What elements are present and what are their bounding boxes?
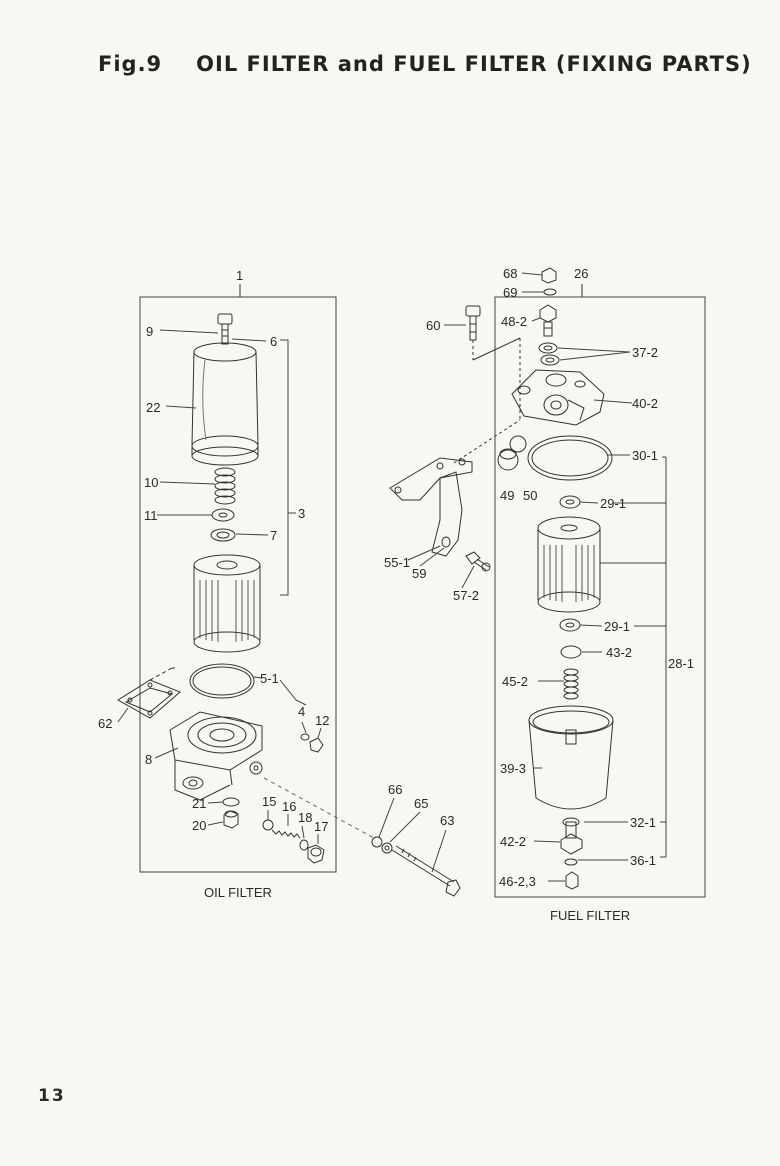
label-part-62: 62 (98, 716, 112, 731)
fuel-filter-caption: FUEL FILTER (550, 908, 630, 923)
oil-filter-caption: OIL FILTER (204, 885, 272, 900)
fuel-spring-part (563, 668, 579, 700)
relief-plug-part (307, 844, 325, 864)
label-part-15: 15 (262, 794, 276, 809)
drain-plug-part (223, 810, 239, 829)
oil-filter-assembly (117, 284, 375, 873)
washer-a-part (538, 342, 558, 354)
label-part-21: 21 (192, 796, 206, 811)
air-vent-plug-part (541, 267, 557, 284)
fuel-filter-element-part (537, 516, 601, 613)
label-part-55-1: 55-1 (384, 555, 410, 570)
label-part-37-2: 37-2 (632, 345, 658, 360)
label-part-69: 69 (503, 285, 517, 300)
label-part-22: 22 (146, 400, 160, 415)
bracket-assembly (371, 305, 521, 897)
label-part-57-2: 57-2 (453, 588, 479, 603)
washer-b-part (540, 354, 560, 366)
label-part-60: 60 (426, 318, 440, 333)
relief-spring-part (271, 829, 301, 839)
label-part-16: 16 (282, 799, 296, 814)
label-part-9: 9 (146, 324, 153, 339)
plug-part (309, 737, 324, 753)
label-part-4: 4 (298, 704, 305, 719)
bracket-screw-part (465, 551, 491, 572)
figure-title: OIL FILTER and FUEL FILTER (FIXING PARTS… (196, 52, 752, 76)
label-part-45-2: 45-2 (502, 674, 528, 689)
label-part-48-2: 48-2 (501, 314, 527, 329)
label-part-10: 10 (144, 475, 158, 490)
label-part-1: 1 (236, 268, 243, 283)
label-part-36-1: 36-1 (630, 853, 656, 868)
label-part-65: 65 (414, 796, 428, 811)
label-part-39-3: 39-3 (500, 761, 526, 776)
fuel-filter-head-part (511, 369, 605, 426)
fuel-o-ring-part (527, 435, 613, 481)
label-part-28-1: 28-1 (668, 656, 694, 671)
drain-ring-part (564, 858, 578, 866)
label-part-6: 6 (270, 334, 277, 349)
label-part-29-1-top: 29-1 (600, 496, 626, 511)
long-bolt-part (371, 836, 461, 897)
bracket-bolt-part (465, 305, 481, 341)
figure-number: Fig.9 (98, 52, 163, 76)
label-part-26: 26 (574, 266, 588, 281)
seal-ring-part (210, 528, 236, 542)
spring-seat-part (560, 645, 582, 659)
center-bolt-part (217, 313, 233, 345)
label-part-3: 3 (298, 506, 305, 521)
label-part-20: 20 (192, 818, 206, 833)
ball-part (262, 819, 274, 831)
washer-part (211, 508, 235, 522)
ring-part (300, 733, 310, 741)
label-part-18: 18 (298, 810, 312, 825)
label-part-46-2-3: 46-2,3 (499, 874, 536, 889)
page-title: Fig.9 OIL FILTER and FUEL FILTER (FIXING … (98, 52, 752, 76)
label-part-5-1: 5-1 (260, 671, 279, 686)
label-part-50: 50 (523, 488, 537, 503)
mounting-bracket-part (389, 457, 473, 557)
label-part-8: 8 (145, 752, 152, 767)
label-part-49: 49 (500, 488, 514, 503)
label-part-12: 12 (315, 713, 329, 728)
label-part-42-2: 42-2 (500, 834, 526, 849)
label-part-59: 59 (412, 566, 426, 581)
label-part-63: 63 (440, 813, 454, 828)
oil-filter-cartridge-part (191, 342, 259, 466)
fuel-bolt-part (539, 304, 557, 337)
filter-cup-part (528, 705, 614, 810)
element-washer-bottom-part (559, 618, 581, 632)
page-number: 13 (38, 1086, 66, 1106)
bleeder-washer-part (509, 435, 527, 453)
relief-washer-part (299, 839, 309, 851)
gasket-part (117, 667, 181, 719)
label-part-43-2: 43-2 (606, 645, 632, 660)
oil-filter-element-part (193, 554, 261, 653)
bleeder-plug-part (497, 448, 519, 471)
label-part-32-1: 32-1 (630, 815, 656, 830)
plug-washer-part (222, 797, 240, 807)
filter-head-part (169, 711, 263, 801)
label-part-7: 7 (270, 528, 277, 543)
label-part-30-1: 30-1 (632, 448, 658, 463)
label-part-40-2: 40-2 (632, 396, 658, 411)
o-ring-part (189, 663, 255, 699)
fuel-filter-assembly (494, 267, 706, 898)
drain-screw-part (565, 871, 579, 890)
label-part-17: 17 (314, 819, 328, 834)
spring-part (214, 467, 236, 505)
label-part-11: 11 (144, 508, 158, 523)
label-part-66: 66 (388, 782, 402, 797)
vent-washer-part (543, 288, 557, 296)
label-part-29-1-bottom: 29-1 (604, 619, 630, 634)
label-part-68: 68 (503, 266, 517, 281)
cup-nut-part (560, 817, 583, 855)
element-washer-top-part (559, 495, 581, 509)
